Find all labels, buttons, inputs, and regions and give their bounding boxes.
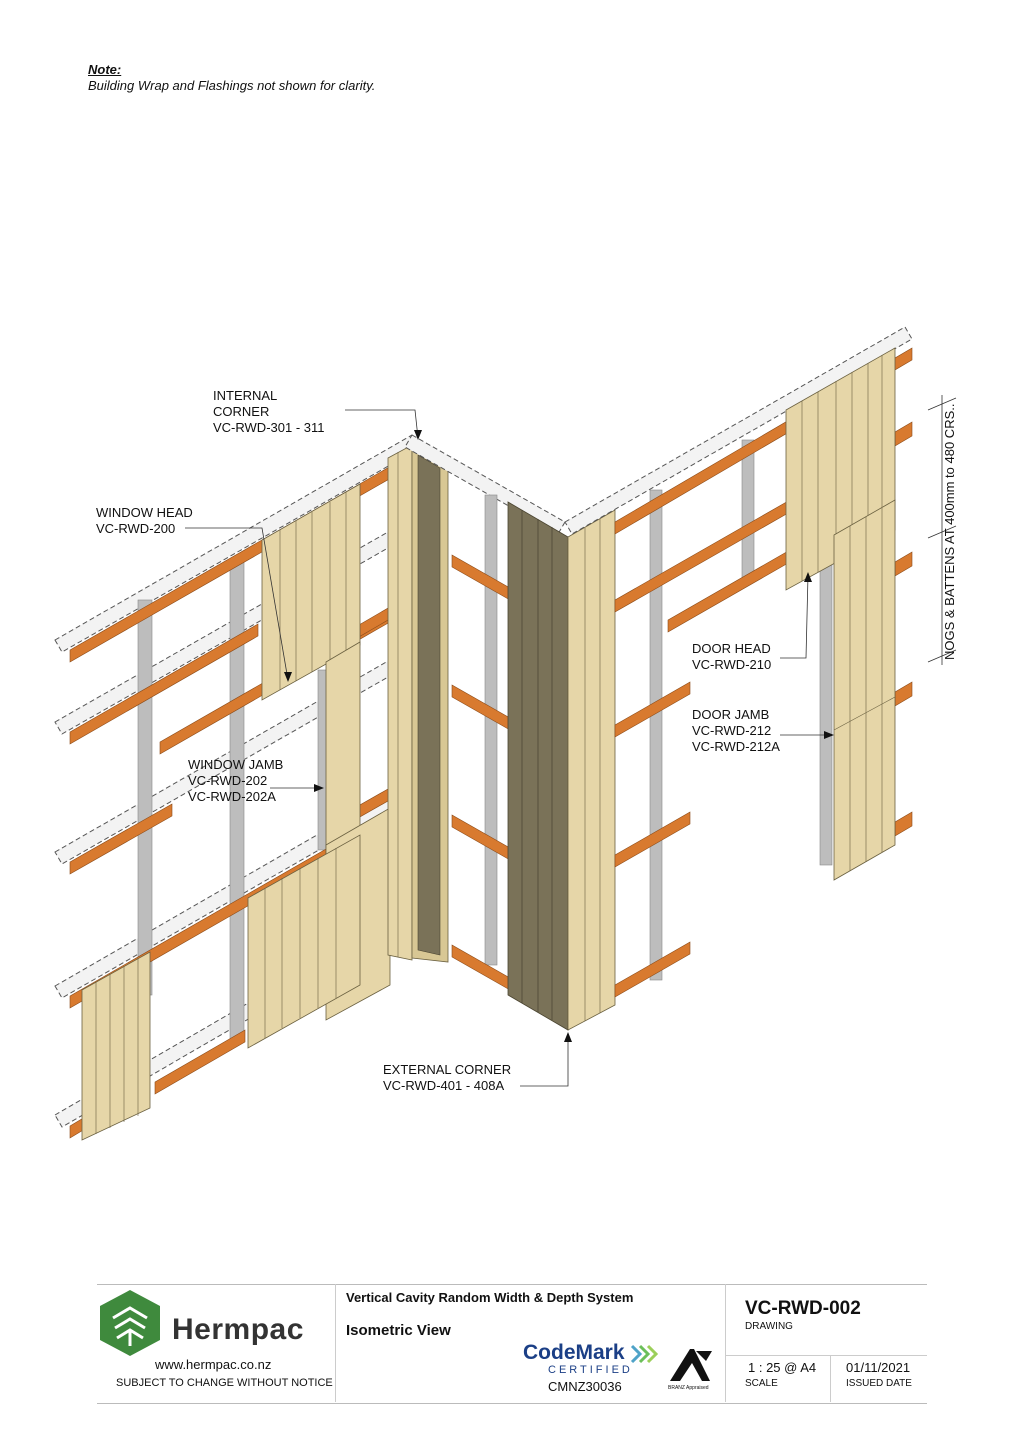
door-head-line1: DOOR HEAD	[692, 641, 771, 656]
website: www.hermpac.co.nz	[155, 1357, 272, 1372]
branz-text: BRANZ Appraised	[668, 1385, 709, 1391]
codemark-logo: CodeMark	[523, 1341, 625, 1364]
internal-corner-line3: VC-RWD-301 - 311	[213, 420, 325, 435]
note-heading: Note:	[88, 62, 122, 77]
dimension-line	[927, 395, 957, 665]
internal-corner-line1: INTERNAL	[213, 388, 278, 403]
issued-date: 01/11/2021	[846, 1360, 911, 1375]
window-jamb-label: WINDOW JAMB VC-RWD-202 VC-RWD-202A	[188, 757, 283, 805]
door-head-label: DOOR HEAD VC-RWD-210	[692, 641, 771, 673]
door-jamb-line1: DOOR JAMB	[692, 707, 770, 722]
window-jamb-line1: WINDOW JAMB	[188, 757, 284, 772]
external-corner-line1: EXTERNAL CORNER	[383, 1062, 512, 1077]
door-jamb-line2: VC-RWD-212	[692, 723, 772, 738]
hermpac-logo-icon	[100, 1290, 160, 1356]
window-head-cladding	[261, 483, 361, 701]
lower-left-cladding	[81, 834, 361, 1141]
scale-label: SCALE	[745, 1378, 778, 1389]
codemark-number: CMNZ30036	[548, 1379, 622, 1394]
branz-logo-icon: BRANZ Appraised	[668, 1349, 712, 1391]
drawing-label: DRAWING	[745, 1321, 793, 1332]
nogs-battens-label: NOGS & BATTENS AT 400mm to 480 CRS..	[942, 403, 957, 660]
note-text: Building Wrap and Flashings not shown fo…	[88, 78, 376, 93]
leader-arrows	[284, 430, 834, 1042]
codemark-certified: CERTIFIED	[548, 1364, 633, 1376]
system-title: Vertical Cavity Random Width & Depth Sys…	[346, 1290, 634, 1305]
codemark-chevron-icon	[630, 1344, 658, 1364]
window-head-line1: WINDOW HEAD	[96, 505, 193, 520]
door-jamb-label: DOOR JAMB VC-RWD-212 VC-RWD-212A	[692, 707, 780, 755]
note: Note: Building Wrap and Flashings not sh…	[88, 62, 375, 94]
title-block-divider	[725, 1355, 927, 1356]
internal-corner-cladding	[387, 444, 449, 963]
notice-text: SUBJECT TO CHANGE WITHOUT NOTICE	[116, 1377, 333, 1389]
external-corner-cladding	[507, 501, 616, 1031]
centre-wall-framing	[404, 434, 566, 991]
internal-corner-line2: CORNER	[213, 404, 270, 419]
door-cladding	[785, 347, 896, 881]
drawing-number: VC-RWD-002	[745, 1298, 861, 1319]
window-jamb-line2: VC-RWD-202	[188, 773, 268, 788]
external-corner-label: EXTERNAL CORNER VC-RWD-401 - 408A	[383, 1062, 511, 1094]
internal-corner-label: INTERNAL CORNER VC-RWD-301 - 311	[213, 388, 325, 436]
door-head-line2: VC-RWD-210	[692, 657, 772, 672]
title-block-divider	[335, 1284, 336, 1402]
title-block-divider	[725, 1284, 726, 1402]
window-jamb-line3: VC-RWD-202A	[188, 789, 276, 804]
issued-date-label: ISSUED DATE	[846, 1378, 912, 1389]
title-block-divider	[830, 1355, 831, 1402]
isometric-drawing	[54, 326, 957, 1141]
window-head-label: WINDOW HEAD VC-RWD-200	[96, 505, 193, 537]
view-title: Isometric View	[346, 1322, 451, 1339]
brand-name: Hermpac	[172, 1313, 304, 1346]
external-corner-line2: VC-RWD-401 - 408A	[383, 1078, 505, 1093]
title-block	[97, 1284, 927, 1404]
leader-lines	[185, 409, 830, 1087]
window-head-line2: VC-RWD-200	[96, 521, 176, 536]
scale-value: 1 : 25 @ A4	[748, 1360, 817, 1375]
door-jamb-line3: VC-RWD-212A	[692, 739, 780, 754]
